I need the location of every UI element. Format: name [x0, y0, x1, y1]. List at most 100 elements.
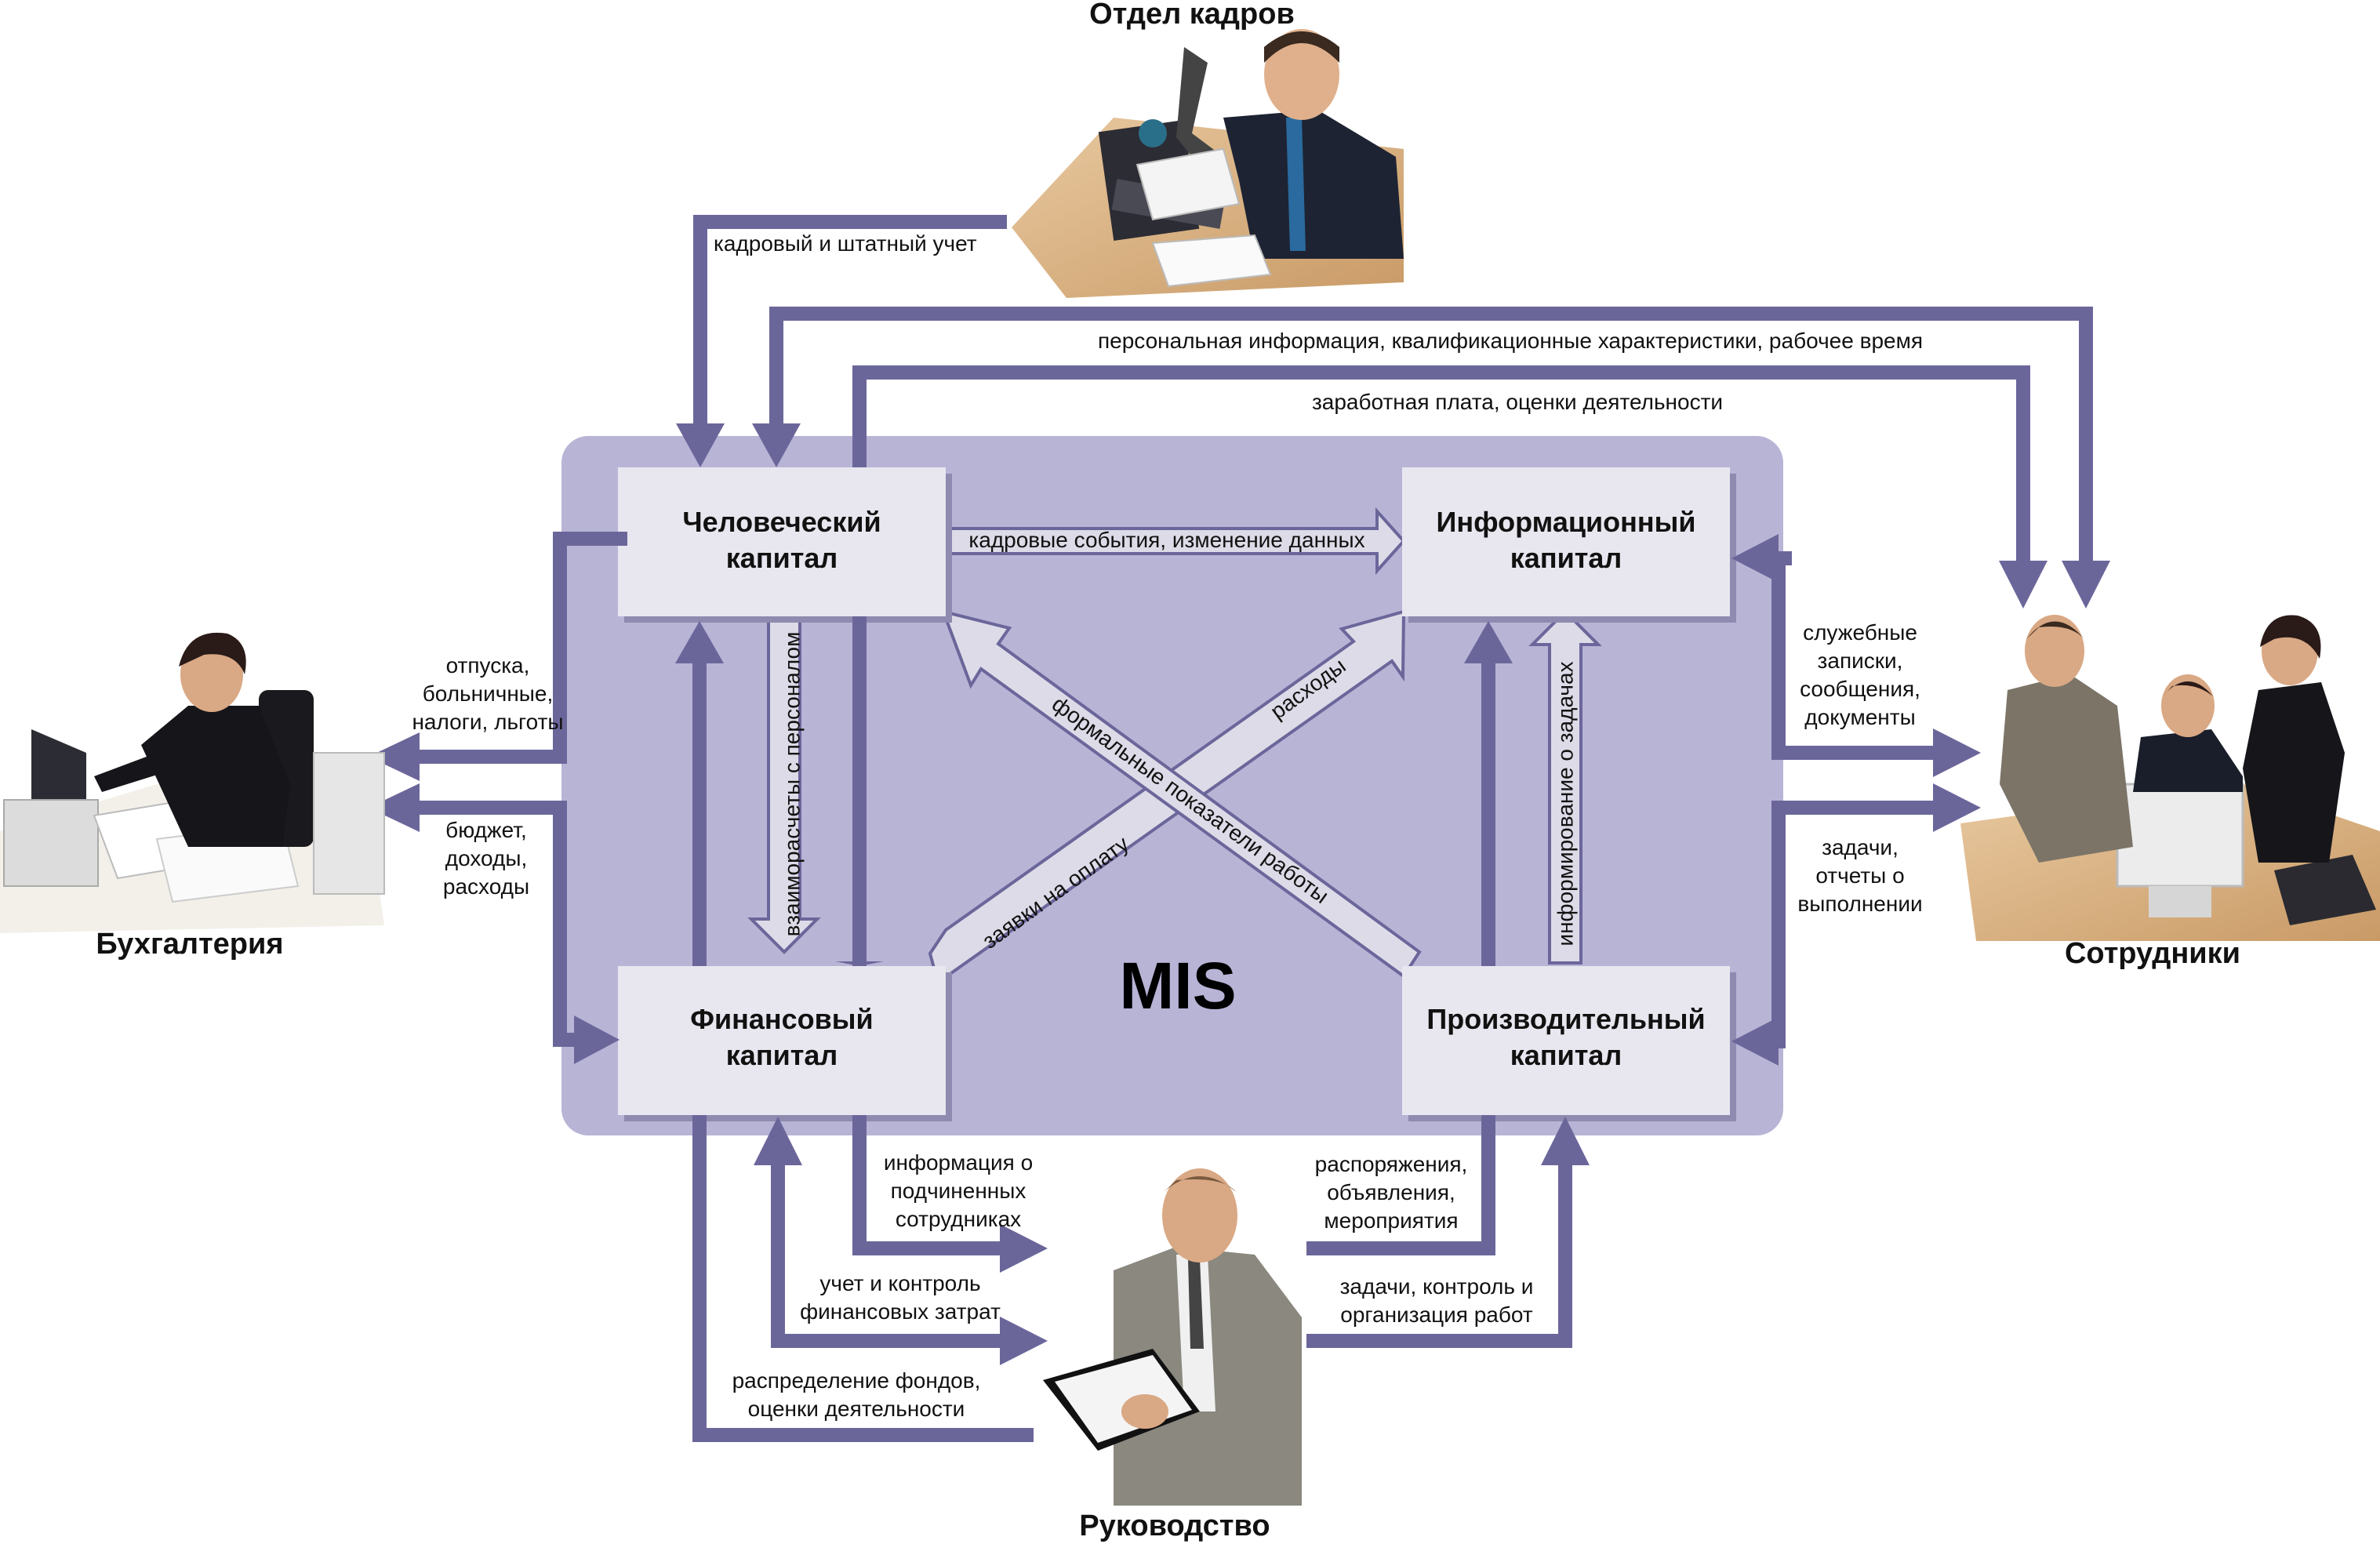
- label-budget-2: доходы,: [445, 846, 527, 870]
- box-info-title-2: капитал: [1510, 542, 1622, 574]
- head-human-fin: [835, 961, 884, 966]
- label-budget-3: расходы: [443, 874, 529, 899]
- employee-center-head: [2161, 674, 2215, 737]
- label-subordinates-2: подчиненных: [891, 1179, 1026, 1203]
- head-task-control: [1541, 1117, 1590, 1165]
- employee-center-body: [2133, 729, 2243, 792]
- employees-monitor-icon: [2116, 783, 2244, 888]
- head-budget: [369, 783, 420, 832]
- party-management: Руководство: [1079, 1509, 1270, 1542]
- party-labels: Отдел кадров Бухгалтерия Сотрудники Руко…: [96, 0, 2240, 1542]
- box-human-title-1: Человеческий: [682, 506, 881, 538]
- arrow-budget: [416, 801, 580, 1047]
- label-task-control-1: задачи, контроль и: [1340, 1274, 1534, 1299]
- label-tasks-info: информирование о задачах: [1553, 661, 1578, 946]
- arrow-tasks-info: [1528, 609, 1602, 965]
- management-illustration: [1043, 1168, 1302, 1506]
- head-memos: [1933, 728, 1981, 777]
- employee-left-body: [2000, 674, 2133, 863]
- label-tasks-reports-1: задачи,: [1822, 835, 1899, 859]
- label-hr-events: кадровые события, изменение данных: [968, 528, 1364, 552]
- head-hr-accounting: [676, 423, 725, 467]
- arrow-orders: [1306, 1115, 1495, 1255]
- arrow-formal-indicators: [940, 609, 1422, 979]
- head-budget-fin: [574, 1015, 620, 1064]
- arrow-vacations: [416, 532, 627, 764]
- label-vacations-2: больничные,: [423, 681, 554, 706]
- label-memos-4: документы: [1804, 705, 1915, 729]
- head-prod-info: [1464, 621, 1513, 663]
- box-titles: Человеческий капитал Информационный капи…: [682, 506, 1705, 1071]
- box-info-title-1: Информационный: [1437, 506, 1696, 538]
- label-tasks-reports-3: выполнении: [1797, 892, 1922, 916]
- arrow-memos: [1771, 551, 1937, 760]
- employees-phone-icon: [2274, 855, 2376, 925]
- label-memos-3: сообщения,: [1800, 677, 1920, 701]
- box-prod: [1402, 966, 1730, 1115]
- label-memos-2: записки,: [1818, 648, 1903, 673]
- box-finance-title-2: капитал: [726, 1039, 838, 1071]
- label-orders-3: мероприятия: [1324, 1208, 1458, 1233]
- head-vacations: [369, 732, 420, 781]
- hr-papers-icon: [1135, 147, 1241, 221]
- label-funds-1: распределение фондов,: [732, 1368, 981, 1393]
- arrow-settlements: [747, 613, 821, 954]
- box-prod-title-1: Производительный: [1426, 1003, 1705, 1035]
- label-hr-accounting: кадровый и штатный учет: [714, 231, 977, 256]
- label-salary: заработная плата, оценки деятельности: [1312, 390, 1723, 414]
- hr-illustration: [1012, 29, 1404, 298]
- label-settlements: взаиморасчеты с персоналом: [780, 632, 805, 937]
- arrow-cost-control: [771, 1161, 1004, 1348]
- arrow-subordinates: [852, 1115, 1004, 1255]
- solid-arrowheads: [369, 423, 2110, 1365]
- box-prod-title-2: капитал: [1510, 1039, 1622, 1071]
- arrow-salary: [852, 365, 2030, 565]
- employees-illustration: [1960, 615, 2380, 941]
- party-employees: Сотрудники: [2065, 937, 2240, 970]
- hollow-arrows: [747, 507, 1602, 986]
- head-cost-control: [754, 1117, 802, 1165]
- head-cost-control-mgmt: [1000, 1317, 1048, 1365]
- hr-lamp-icon: [1176, 47, 1223, 157]
- hr-person-body: [1223, 110, 1404, 259]
- accounting-person-body: [141, 706, 290, 847]
- arrow-hr-events: [944, 507, 1406, 576]
- solid-arrows: [416, 215, 2093, 1442]
- hr-person-head: [1264, 29, 1339, 120]
- arrow-hr-accounting: [693, 215, 1007, 427]
- arrow-task-control: [1306, 1161, 1572, 1348]
- label-budget-1: бюджет,: [445, 818, 527, 842]
- head-tasks-reports-in: [1933, 783, 1981, 832]
- label-tasks-reports-2: отчеты о: [1815, 863, 1904, 888]
- label-cost-control-2: финансовых затрат: [800, 1299, 1001, 1324]
- label-subordinates-1: информация о: [884, 1150, 1033, 1175]
- arrow-funds: [692, 1115, 1034, 1442]
- label-memos-1: служебные: [1803, 620, 1917, 645]
- accounting-illustration: [0, 632, 385, 933]
- label-personal-info: персональная информация, квалификационны…: [1098, 329, 1923, 353]
- head-personal-info: [752, 423, 801, 467]
- head-subordinates: [1000, 1224, 1048, 1273]
- box-finance: [618, 966, 946, 1115]
- head-fin-human: [675, 621, 724, 663]
- head-tasks-reports: [1731, 1017, 1779, 1066]
- label-task-control-2: организация работ: [1340, 1302, 1533, 1327]
- label-orders-2: объявления,: [1327, 1180, 1455, 1204]
- employee-left-head: [2025, 615, 2084, 687]
- label-orders-1: распоряжения,: [1315, 1152, 1468, 1176]
- head-memos-info: [1731, 534, 1779, 583]
- party-hr: Отдел кадров: [1089, 0, 1295, 31]
- manager-head: [1162, 1168, 1237, 1262]
- box-human-title-2: капитал: [726, 542, 838, 574]
- employee-right-body: [2243, 682, 2345, 863]
- mis-label: MIS: [1119, 949, 1236, 1023]
- arrow-personal-info: [769, 307, 2093, 565]
- head-personal-info-2: [2062, 561, 2110, 609]
- capital-boxes: [618, 467, 1736, 1121]
- party-accounting: Бухгалтерия: [96, 928, 283, 961]
- label-funds-2: оценки деятельности: [748, 1397, 965, 1421]
- box-finance-title-1: Финансовый: [690, 1003, 873, 1035]
- head-salary: [1999, 561, 2048, 609]
- box-human: [618, 467, 946, 616]
